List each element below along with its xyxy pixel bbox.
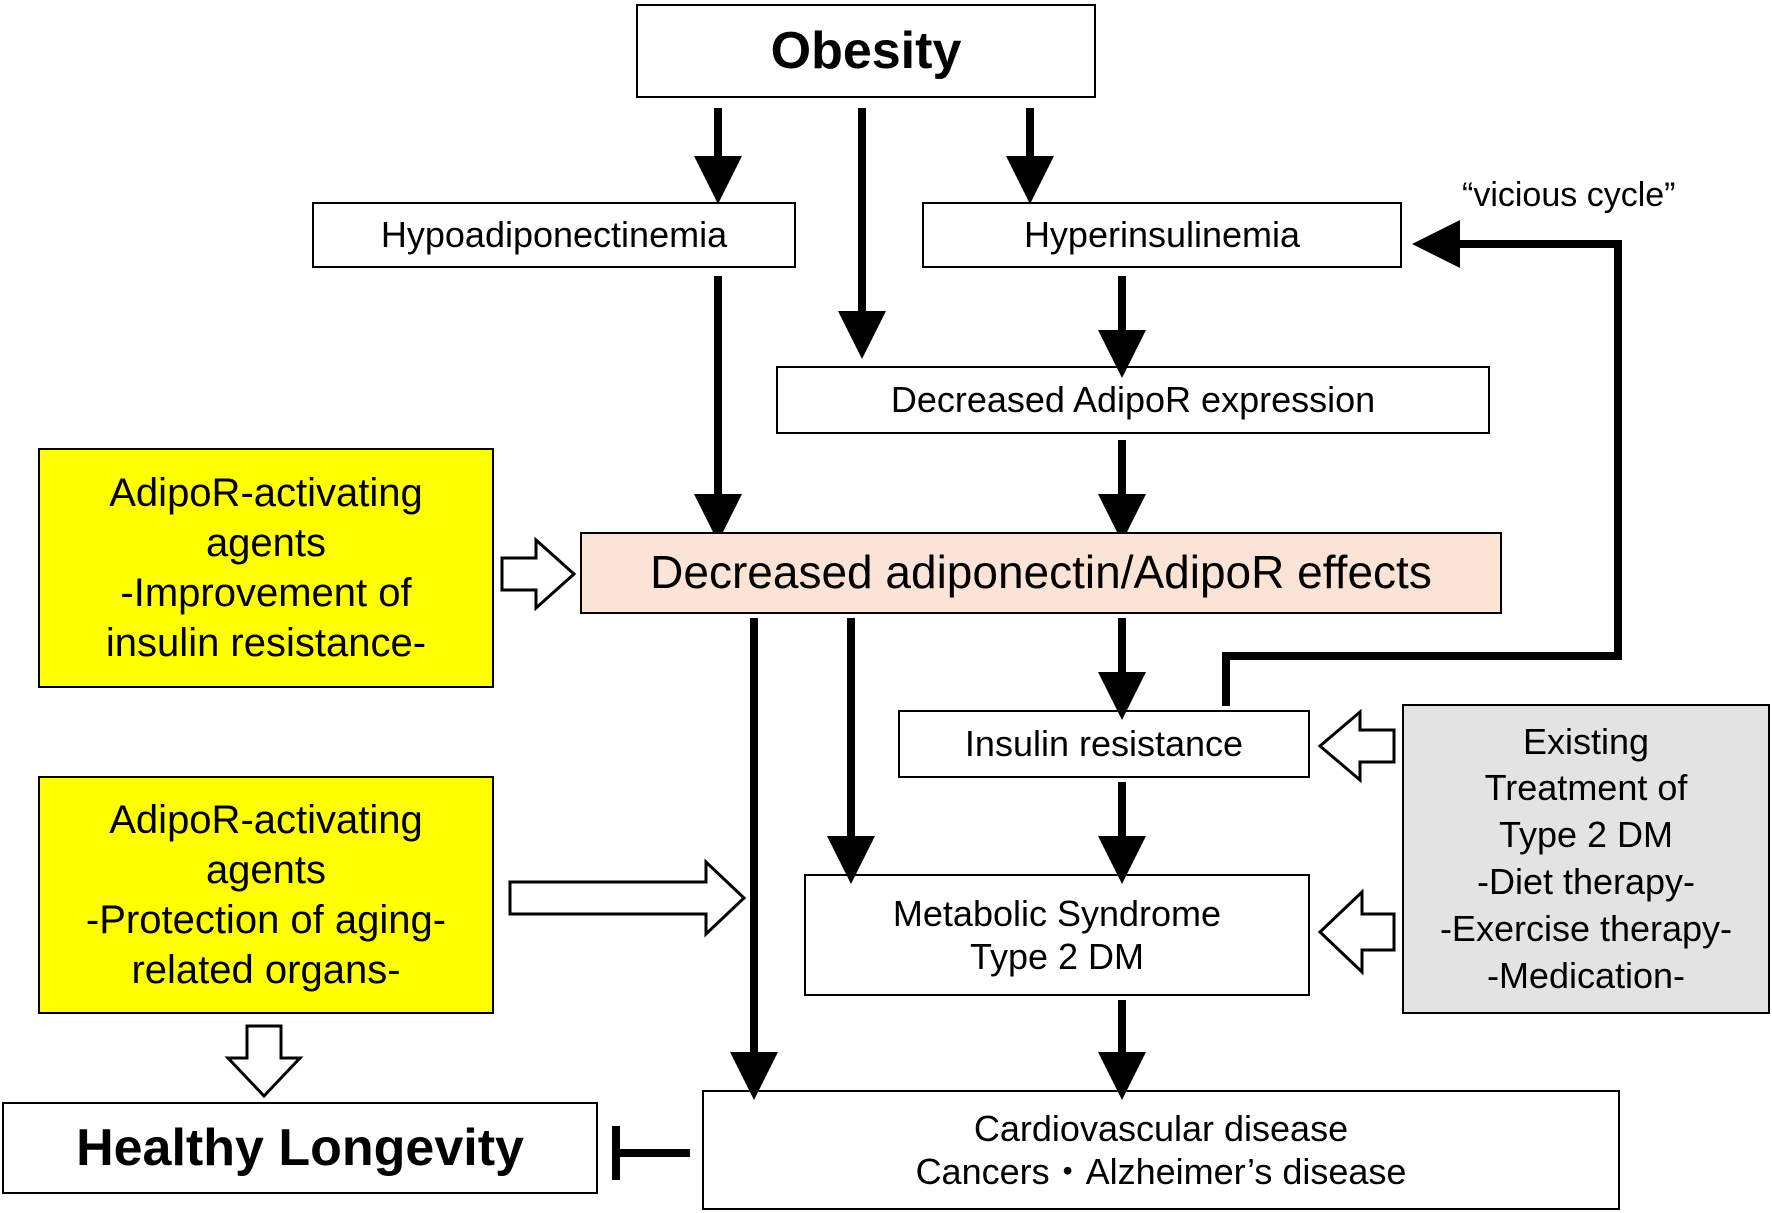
obesity-box: Obesity [636, 4, 1096, 98]
agents-insulin-line-2: agents [205, 521, 327, 565]
treatment-line-5: -Exercise therapy- [1439, 907, 1733, 949]
insulin-resistance-box: Insulin resistance [898, 710, 1310, 778]
treatment-line-1: Existing [1522, 720, 1650, 762]
hollow-arrow-agents-to-effects [500, 536, 577, 612]
agents-aging-line-2: agents [205, 848, 327, 892]
hyperinsulinemia-label: Hyperinsulinemia [1023, 214, 1301, 256]
decreased-effects-box: Decreased adiponectin/AdipoR effects [580, 532, 1502, 614]
hollow-arrow-agents-to-diseases [508, 858, 747, 938]
decreased-adipor-expression-label: Decreased AdipoR expression [890, 379, 1376, 421]
hollow-arrow-treatment-to-metabolic [1317, 888, 1396, 976]
obesity-label: Obesity [770, 21, 962, 80]
metabolic-syndrome-line-2: Type 2 DM [969, 936, 1145, 977]
diseases-line-1: Cardiovascular disease [973, 1107, 1349, 1149]
vicious-cycle-loop [1222, 220, 1622, 706]
treatment-line-3: Type 2 DM [1498, 814, 1674, 856]
hollow-arrow-agents-to-longevity [224, 1024, 304, 1099]
healthy-longevity-box: Healthy Longevity [2, 1102, 598, 1194]
agents-insulin-resistance-box: AdipoR-activating agents -Improvement of… [38, 448, 494, 688]
treatment-line-4: -Diet therapy- [1476, 861, 1696, 902]
agents-aging-line-3: -Protection of aging- [85, 898, 447, 942]
agents-insulin-line-4: insulin resistance- [105, 621, 427, 665]
metabolic-syndrome-box: Metabolic Syndrome Type 2 DM [804, 874, 1310, 996]
agents-aging-line-1: AdipoR-activating [109, 798, 423, 842]
decreased-effects-label: Decreased adiponectin/AdipoR effects [650, 546, 1432, 599]
agents-insulin-line-1: AdipoR-activating [109, 471, 423, 515]
agents-insulin-line-3: -Improvement of [120, 571, 412, 615]
hyperinsulinemia-box: Hyperinsulinemia [922, 202, 1402, 268]
decreased-adipor-expression-box: Decreased AdipoR expression [776, 366, 1490, 434]
treatment-line-6: -Medication- [1486, 954, 1686, 996]
agents-aging-box: AdipoR-activating agents -Protection of … [38, 776, 494, 1014]
treatment-line-2: Treatment of [1484, 767, 1688, 809]
hypoadiponectinemia-label: Hypoadiponectinemia [380, 214, 728, 256]
vicious-cycle-label: “vicious cycle” [1462, 176, 1676, 214]
agents-aging-line-4: related organs- [131, 948, 401, 992]
metabolic-syndrome-line-1: Metabolic Syndrome [892, 892, 1222, 934]
diseases-box: Cardiovascular disease Cancers・Alzheimer… [702, 1090, 1620, 1210]
hypoadiponectinemia-box: Hypoadiponectinemia [312, 202, 796, 268]
existing-treatment-box: Existing Treatment of Type 2 DM -Diet th… [1402, 704, 1770, 1014]
insulin-resistance-label: Insulin resistance [964, 723, 1244, 765]
healthy-longevity-label: Healthy Longevity [76, 1118, 524, 1177]
hollow-arrow-treatment-to-insulin [1317, 708, 1396, 784]
diseases-line-2: Cancers・Alzheimer’s disease [915, 1151, 1407, 1192]
